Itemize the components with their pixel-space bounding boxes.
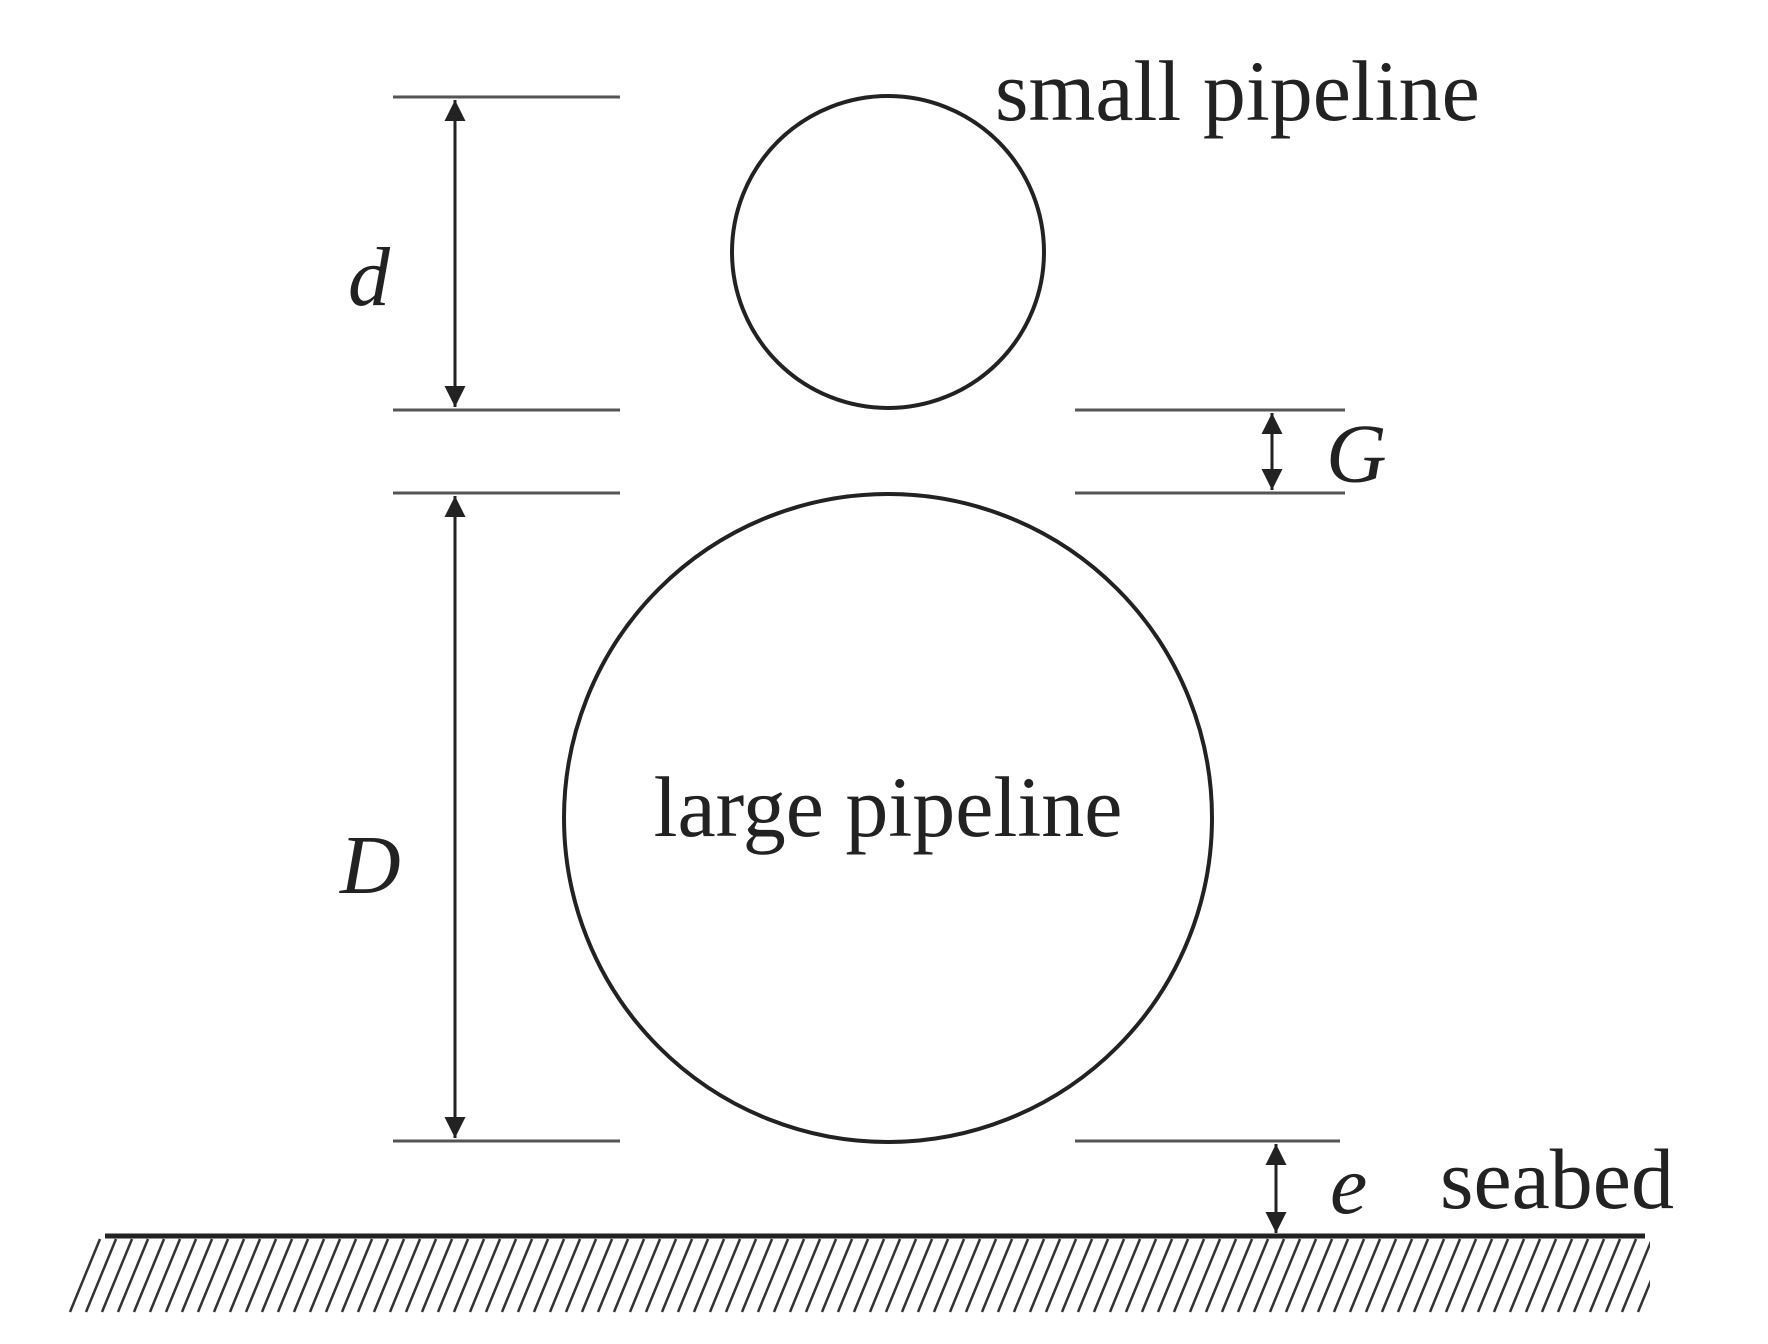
- gap-symbol: G: [1326, 408, 1387, 501]
- small-diameter-symbol: d: [348, 231, 391, 324]
- right-extension-lines: [1075, 408, 1345, 1143]
- seabed-hatching: [68, 1238, 1650, 1313]
- seabed-gap-symbol: e: [1330, 1139, 1367, 1232]
- large-pipeline-label: large pipeline: [654, 759, 1123, 855]
- seabed-label: seabed: [1440, 1131, 1674, 1227]
- small-pipeline-label: small pipeline: [995, 43, 1480, 139]
- large-diameter-symbol: D: [339, 819, 401, 912]
- large-pipeline-circle: [562, 492, 1214, 1144]
- small-pipeline-circle: [730, 94, 1046, 410]
- left-extension-lines: [393, 95, 620, 1143]
